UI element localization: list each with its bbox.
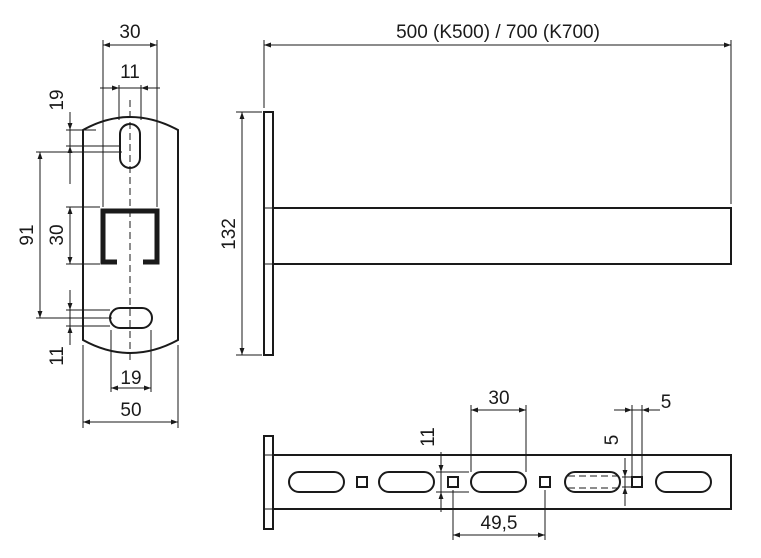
dim-label-pitch: 49,5 <box>481 513 518 534</box>
bottom-plate <box>263 435 274 530</box>
bottom-slot <box>470 471 527 493</box>
dim-label-19-bottom: 19 <box>120 368 141 389</box>
dim-label-11-left: 11 <box>47 346 68 366</box>
bottom-square-hole <box>356 476 368 488</box>
dim-label-square-top: 5 <box>661 392 672 413</box>
dim-label-11-top: 11 <box>120 62 140 83</box>
bottom-square-hole <box>539 476 551 488</box>
side-arm <box>272 207 732 265</box>
front-c-profile <box>100 208 160 265</box>
front-view: 30 11 19 91 30 11 <box>17 22 179 428</box>
dim-label-length: 500 (K500) / 700 (K700) <box>396 22 600 43</box>
dim-label-square-side: 5 <box>602 435 623 446</box>
bottom-square-hole <box>447 476 459 488</box>
dim-label-91: 91 <box>17 224 38 245</box>
side-view: 500 (K500) / 700 (K700) 132 <box>219 22 732 356</box>
dim-label-slot-pitch: 30 <box>488 388 509 409</box>
bottom-slot <box>288 471 345 493</box>
dim-label-30-top: 30 <box>119 22 140 43</box>
bottom-slot <box>564 471 621 493</box>
bottom-arm <box>272 454 732 510</box>
bottom-slot <box>655 471 712 493</box>
front-plate-outline <box>82 116 179 354</box>
dim-label-height: 132 <box>219 218 240 250</box>
dim-label-19-left: 19 <box>47 89 68 110</box>
front-bottom-slot <box>109 307 153 329</box>
dim-label-slot-height: 11 <box>418 427 439 447</box>
dim-label-30-profile: 30 <box>47 224 68 245</box>
dim-label-50: 50 <box>120 400 141 421</box>
bottom-square-hole <box>631 476 643 488</box>
bottom-slot <box>378 471 435 493</box>
side-plate <box>263 111 274 356</box>
bottom-view: 30 5 5 11 49,5 <box>263 388 732 540</box>
